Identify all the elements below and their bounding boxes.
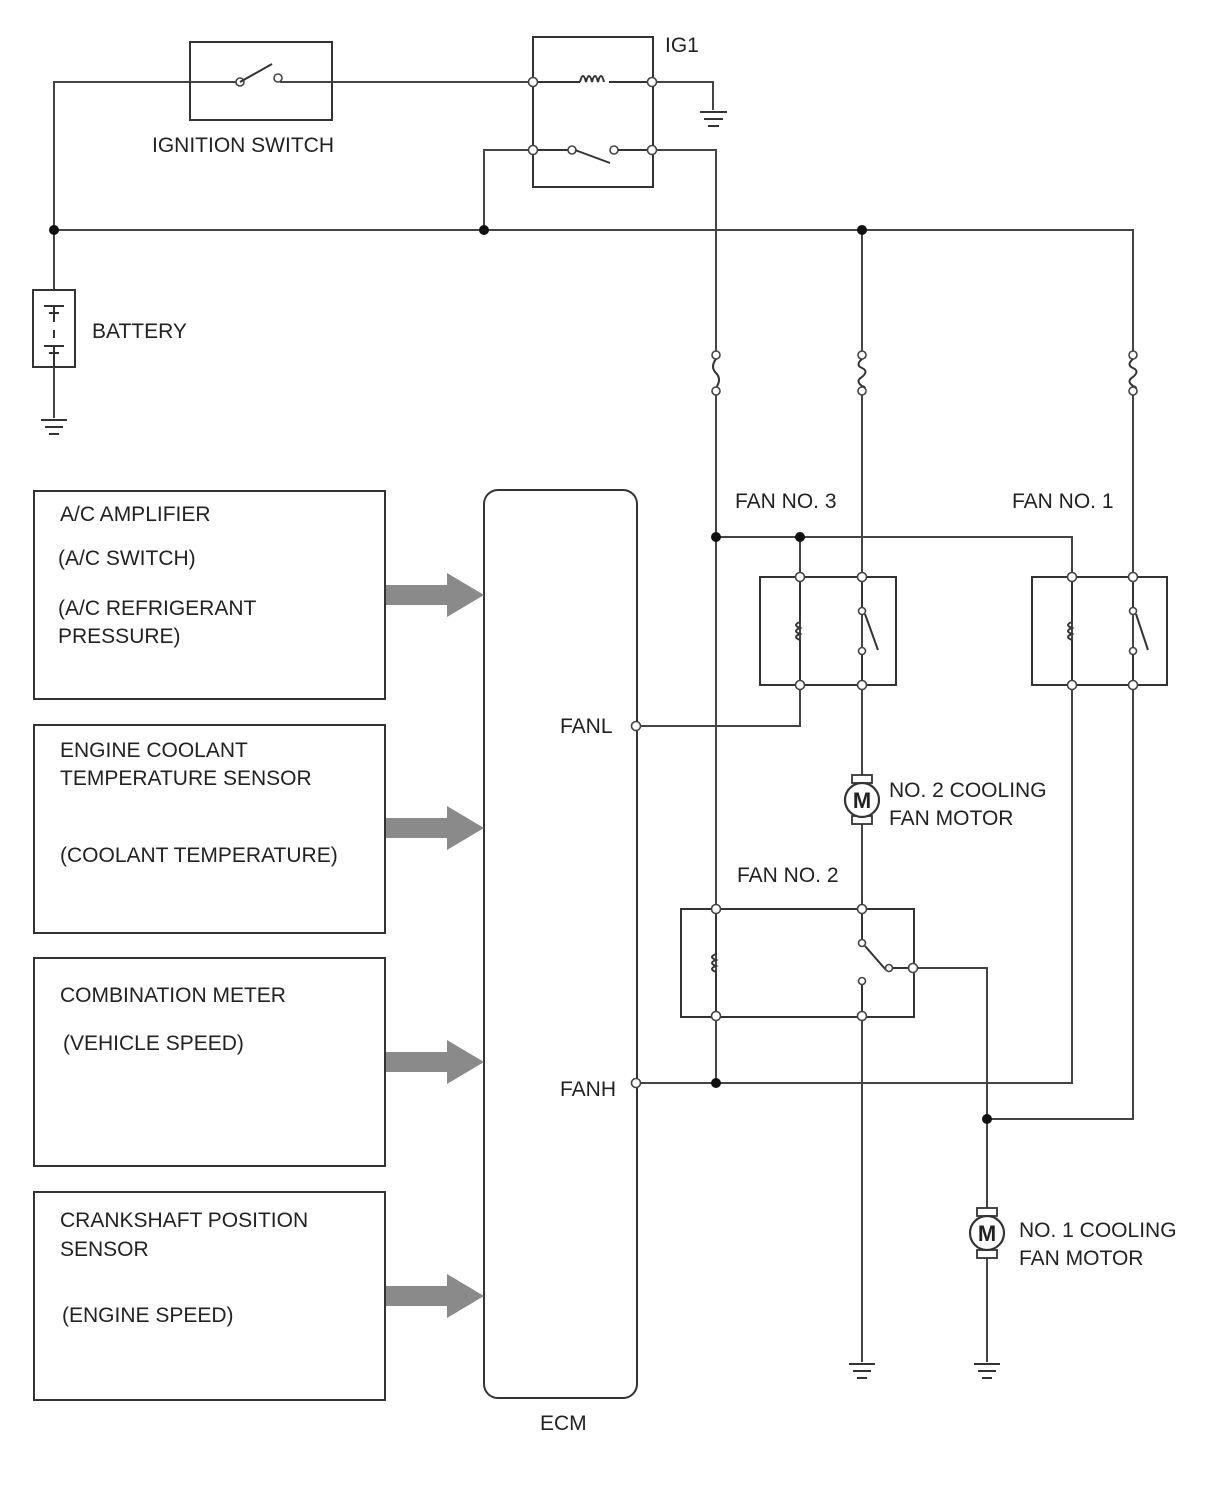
no2-motor-label-line1: NO. 2 COOLING — [889, 779, 1047, 802]
no1-motor-label-line1: NO. 1 COOLING — [1019, 1219, 1177, 1242]
fuse-2 — [857, 350, 867, 396]
ecm-label: ECM — [540, 1412, 587, 1435]
arrow-combination-meter — [386, 1040, 484, 1084]
junction-dots — [49, 225, 992, 1124]
no1-cooling-fan-motor: M NO. 1 COOLING FAN MOTOR — [968, 1207, 1177, 1270]
input-crankshaft-position-sensor: CRANKSHAFT POSITION SENSOR (ENGINE SPEED… — [33, 1191, 484, 1401]
arrow-crankshaft-sensor — [386, 1274, 484, 1318]
coolant-sensor-line3: (COOLANT TEMPERATURE) — [60, 844, 338, 867]
coolant-sensor-line1: ENGINE COOLANT — [60, 739, 248, 762]
grounds — [41, 111, 1000, 1379]
arrow-coolant-sensor — [386, 806, 484, 850]
ground-battery — [41, 419, 67, 435]
battery: BATTERY — [32, 289, 187, 368]
crankshaft-sensor-line2: SENSOR — [60, 1238, 149, 1261]
fanl-label: FANL — [560, 715, 613, 738]
ground-no1-fan — [974, 1363, 1000, 1379]
no1-motor-label-line2: FAN MOTOR — [1019, 1247, 1143, 1270]
ig1-label: IG1 — [665, 34, 699, 57]
fuse-1 — [711, 350, 721, 396]
arrow-ac-amplifier — [386, 573, 484, 617]
fuse-3 — [1128, 350, 1138, 396]
fan-no1-relay: FAN NO. 1 — [1012, 490, 1168, 691]
crankshaft-sensor-line3: (ENGINE SPEED) — [62, 1304, 234, 1327]
fanh-label: FANH — [560, 1078, 616, 1101]
fan-no2-relay: FAN NO. 2 — [680, 864, 919, 1022]
combination-meter-line1: COMBINATION METER — [60, 984, 286, 1007]
fan-no3-relay: FAN NO. 3 — [735, 490, 897, 691]
coolant-sensor-line2: TEMPERATURE SENSOR — [60, 767, 312, 790]
fuses — [711, 350, 1138, 396]
no2-cooling-fan-motor: M NO. 2 COOLING FAN MOTOR — [843, 774, 1047, 830]
input-combination-meter: COMBINATION METER (VEHICLE SPEED) — [33, 957, 484, 1167]
no2-motor-label-line2: FAN MOTOR — [889, 807, 1013, 830]
ecm: FANL FANH ECM — [483, 489, 642, 1435]
ac-amplifier-line1: A/C AMPLIFIER — [60, 503, 211, 526]
ground-ig1 — [700, 111, 727, 127]
input-engine-coolant-sensor: ENGINE COOLANT TEMPERATURE SENSOR (COOLA… — [33, 724, 484, 934]
input-ac-amplifier: A/C AMPLIFIER (A/C SWITCH) (A/C REFRIGER… — [33, 490, 484, 700]
no2-motor-symbol: M — [853, 788, 871, 813]
combination-meter-line2: (VEHICLE SPEED) — [63, 1032, 244, 1055]
ig1-relay: IG1 — [527, 34, 699, 188]
crankshaft-sensor-line1: CRANKSHAFT POSITION — [60, 1209, 308, 1232]
fan-no2-label: FAN NO. 2 — [737, 864, 839, 887]
ac-amplifier-line3: (A/C REFRIGERANT — [58, 597, 257, 620]
fan-no3-label: FAN NO. 3 — [735, 490, 837, 513]
ground-no2-fan — [849, 1363, 875, 1379]
battery-label: BATTERY — [92, 320, 187, 343]
ac-amplifier-line4: PRESSURE) — [58, 625, 181, 648]
ignition-switch: IGNITION SWITCH — [152, 41, 334, 157]
fan-no1-label: FAN NO. 1 — [1012, 490, 1114, 513]
no1-motor-symbol: M — [978, 1221, 996, 1246]
ignition-switch-label: IGNITION SWITCH — [152, 134, 334, 157]
ac-amplifier-line2: (A/C SWITCH) — [58, 547, 196, 570]
